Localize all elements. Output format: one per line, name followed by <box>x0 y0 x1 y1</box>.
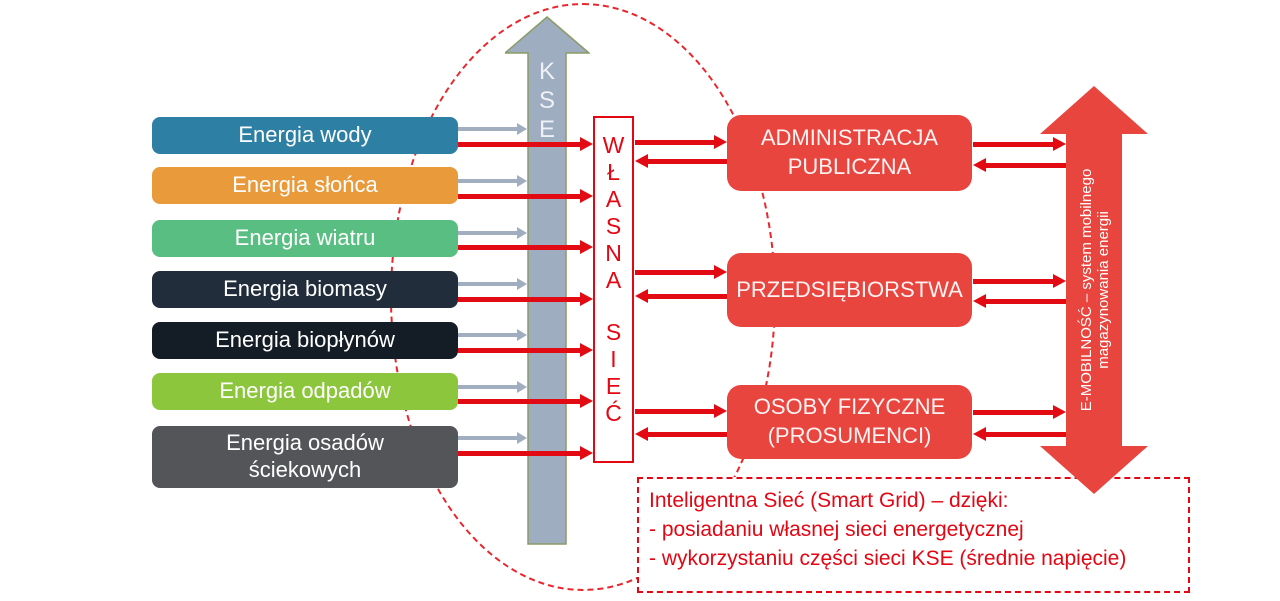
source-box-energia-biomasy: Energia biomasy <box>152 271 458 308</box>
gray-arrow-to-kse-1 <box>458 123 527 135</box>
kse-letter: K <box>538 58 555 85</box>
kse-letter: E <box>538 116 555 143</box>
kse-letter: S <box>538 87 555 114</box>
smart-grid-note-line3: - wykorzystaniu części sieci KSE (średni… <box>649 546 1127 570</box>
kse-label: K S E <box>528 57 566 144</box>
red-arrow-source-7 <box>458 446 593 460</box>
source-box-energia-odpadow: Energia odpadów <box>152 373 458 410</box>
own-network-letter: N <box>605 240 622 266</box>
red-arrow-source-1 <box>458 137 593 151</box>
consumer-node-przedsiebiorstwa: PRZEDSIĘBIORSTWA <box>727 253 972 327</box>
red-arrow-source-6 <box>458 394 593 408</box>
own-network-letter: S <box>605 213 622 239</box>
source-box-energia-wiatru: Energia wiatru <box>152 220 458 257</box>
emobility-label: E-MOBILNOŚĆ – system mobilnego magazynow… <box>1078 169 1112 412</box>
red-arrow-source-5 <box>458 343 593 357</box>
smart-grid-note: Inteligentna Sieć (Smart Grid) – dzięki:… <box>637 477 1190 593</box>
arrow-own-to-administracja <box>635 135 727 149</box>
gray-arrow-to-kse-7 <box>458 432 527 444</box>
arrow-own-to-osoby <box>635 404 727 418</box>
own-network-letter: Ć <box>605 400 622 426</box>
emobility-label-line2: magazynowania energii <box>1095 211 1112 369</box>
arrow-emobility-to-osoby <box>973 427 1066 441</box>
kse-arrow <box>505 16 590 545</box>
arrow-osoby-to-emobility <box>973 405 1066 419</box>
gray-arrow-to-kse-2 <box>458 175 527 187</box>
arrow-administracja-to-own <box>635 154 727 168</box>
own-network-letter: Ł <box>607 159 620 185</box>
own-network-letter: S <box>605 319 622 345</box>
arrow-administracja-to-emobility <box>973 137 1066 151</box>
red-arrow-source-3 <box>458 240 593 254</box>
red-arrow-source-4 <box>458 292 593 306</box>
consumer-node-osoby-fizyczne: OSOBY FIZYCZNE (PROSUMENCI) <box>727 385 972 459</box>
arrow-przedsiebiorstwa-to-emobility <box>973 274 1066 288</box>
gray-arrow-to-kse-5 <box>458 329 527 341</box>
arrow-osoby-to-own <box>635 427 727 441</box>
arrow-own-to-przedsiebiorstwa <box>635 265 727 279</box>
arrow-emobility-to-przedsiebiorstwa <box>973 294 1066 308</box>
consumer-node-administracja: ADMINISTRACJA PUBLICZNA <box>727 115 972 191</box>
emobility-label-line1: E-MOBILNOŚĆ – system mobilnego <box>1078 168 1095 412</box>
red-arrow-source-2 <box>458 189 593 203</box>
source-box-energia-wody: Energia wody <box>152 117 458 154</box>
gray-arrow-to-kse-3 <box>458 227 527 239</box>
gray-arrow-to-kse-6 <box>458 381 527 393</box>
own-network-letter: A <box>605 267 622 293</box>
source-box-energia-slonca: Energia słońca <box>152 167 458 204</box>
gray-arrow-to-kse-4 <box>458 278 527 290</box>
source-box-energia-bioplynow: Energia biopłynów <box>152 322 458 359</box>
own-network-letter: E <box>605 373 622 399</box>
source-box-energia-osadow: Energia osadów ściekowych <box>152 426 458 488</box>
emobility-arrow <box>1040 86 1148 494</box>
own-network-letter: I <box>610 346 617 372</box>
smart-grid-note-line2: - posiadaniu własnej sieci energetycznej <box>649 517 1024 541</box>
own-network-letter: W <box>602 132 625 158</box>
arrow-emobility-to-administracja <box>973 158 1066 172</box>
own-network-box: W Ł A S N A S I E Ć <box>593 116 634 463</box>
arrow-przedsiebiorstwa-to-own <box>635 289 727 303</box>
own-network-letter: A <box>605 186 622 212</box>
smart-grid-note-line1: Inteligentna Sieć (Smart Grid) – dzięki: <box>649 489 1009 512</box>
